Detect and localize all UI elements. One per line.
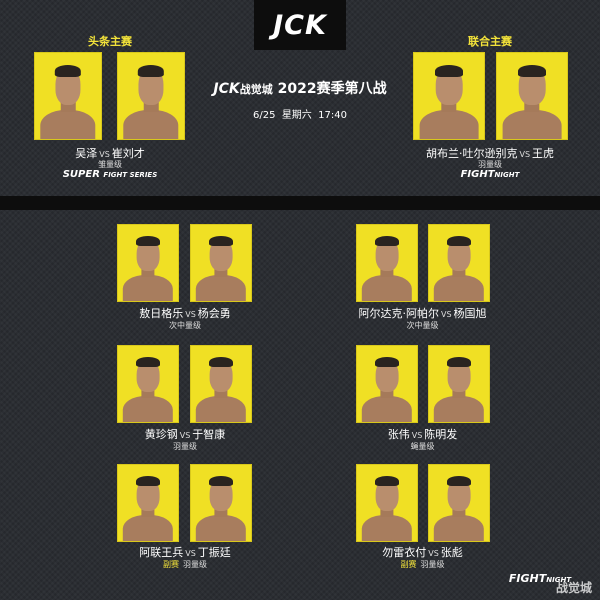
headline-fighter-1: 吴泽 — [75, 147, 98, 160]
co-main-fighter-2: 王虎 — [532, 147, 555, 160]
bout-fighter-1: 阿联王兵 — [139, 546, 184, 559]
vs-label: VS — [99, 150, 110, 159]
jck-logo: JCK — [254, 0, 346, 50]
fighter-photo-bout1-1 — [117, 224, 179, 302]
fighter-photo-bout2-2 — [428, 224, 490, 302]
bout-fighter-1: 黄珍钢 — [144, 428, 178, 441]
event-season-title: 2022赛季第八战 — [277, 81, 387, 97]
bout-fighter-1: 敖日格乐 — [139, 307, 184, 320]
co-main-label: 联合主赛 — [468, 35, 512, 48]
bout-fighter-2: 杨会勇 — [197, 307, 231, 320]
headline-label: 头条主赛 — [88, 35, 132, 48]
bout-fighter-2: 丁振廷 — [197, 546, 231, 559]
event-datetime: 6/25 星期六 17:40 — [200, 106, 400, 121]
prelim-tag: 副赛 — [163, 560, 179, 569]
fighter-photo-bout3-2 — [190, 345, 252, 423]
headline-weight-class: 雏量级 — [98, 160, 122, 169]
fighter-photo-bout2-1 — [356, 224, 418, 302]
bout-weight-class: 蝇量级 — [410, 442, 435, 451]
fighter-photo-comain-2 — [496, 52, 568, 140]
bout-weight-class: 副赛羽量级 — [163, 560, 207, 569]
event-brand-suffix: 战觉城 — [239, 83, 273, 96]
fighter-photo-bout4-2 — [428, 345, 490, 423]
fighter-photo-comain-1 — [413, 52, 485, 140]
headline-fighter-2: 崔刘才 — [111, 147, 145, 160]
bout-weight-class: 羽量级 — [173, 442, 197, 451]
super-fight-series-logo: SUPER FIGHT SERIES — [62, 169, 158, 180]
event-date: 6/25 — [252, 110, 276, 121]
event-weekday: 星期六 — [281, 110, 312, 121]
bout-weight-class: 次中量级 — [169, 321, 201, 330]
fighter-photo-bout4-1 — [356, 345, 418, 423]
fighter-photo-headline-1 — [34, 52, 102, 140]
event-time: 17:40 — [318, 110, 347, 121]
bout-weight-class: 次中量级 — [406, 321, 439, 330]
bout-fighter-2: 陈明发 — [424, 428, 458, 441]
bout-fighter-1: 张伟 — [387, 428, 410, 441]
fighter-photo-bout1-2 — [190, 224, 252, 302]
fighter-photo-bout6-1 — [356, 464, 418, 542]
fighter-photo-headline-2 — [117, 52, 185, 140]
bout-fighter-1: 阿尔达克·阿帕尔 — [358, 307, 439, 320]
fighter-photo-bout3-1 — [117, 345, 179, 423]
section-divider — [0, 196, 600, 210]
fight-night-footer-logo: FIGHTNIGHT — [508, 572, 572, 585]
fighter-photo-bout5-1 — [117, 464, 179, 542]
bout-fighter-2: 张彪 — [440, 546, 463, 559]
co-main-fighter-1: 胡布兰·吐尔逊别克 — [425, 147, 518, 160]
fighter-photo-bout5-2 — [190, 464, 252, 542]
prelim-tag: 副赛 — [400, 560, 417, 569]
fighter-photo-bout6-2 — [428, 464, 490, 542]
event-brand: JCK — [213, 81, 240, 97]
bout-fighter-2: 于智康 — [192, 428, 226, 441]
fight-night-logo: FIGHTNIGHT — [460, 169, 520, 180]
bout-fighter-2: 杨国旭 — [453, 307, 487, 320]
watermark-text: 战觉城 — [555, 581, 592, 595]
vs-label: VS — [519, 150, 531, 159]
bout-fighter-1: 勿雷衣付 — [382, 546, 427, 559]
co-main-weight-class: 羽量级 — [478, 160, 502, 169]
event-title: JCK战觉城 2022赛季第八战 — [200, 78, 400, 98]
bout-weight-class: 副赛羽量级 — [400, 560, 445, 569]
